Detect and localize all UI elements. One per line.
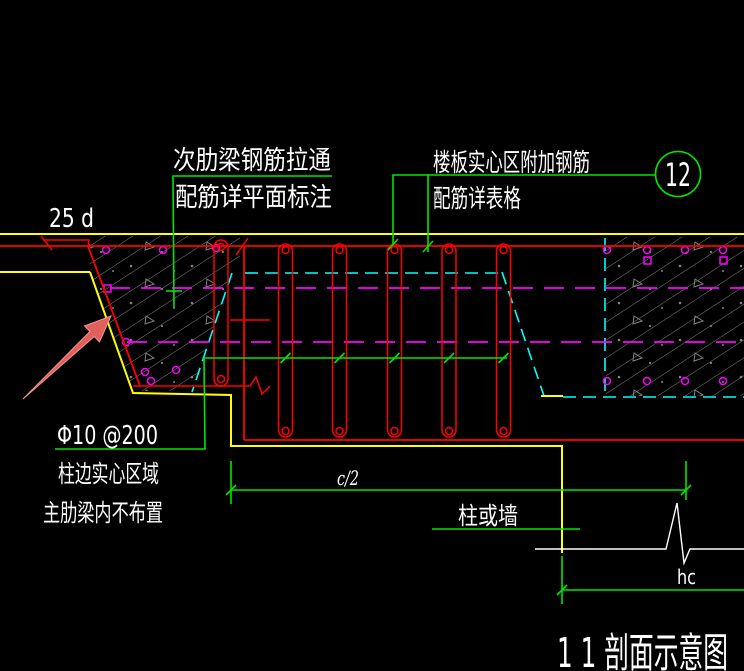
stirrup-note-line1: Φ10 @200 [57,421,158,451]
dimension-tick [388,352,401,364]
detail-bubble-circle [654,150,702,198]
rebar-section-square [719,256,728,265]
leader-arrow-tick [422,240,434,253]
solid-zone-note-line2: 配筋详表格 [433,184,521,213]
solid-concrete-hatch-left [88,236,240,391]
rebar-section-dot [121,337,131,347]
column-or-wall-label: 柱或墙 [458,502,518,530]
dimension-tick [680,484,692,496]
secondary-beam-note-line2: 配筋详平面标注 [175,183,332,213]
solid-concrete-hatch-right [606,237,744,396]
rebar-section-dot [140,367,150,377]
dimension-tick [279,352,292,364]
callout-arrow [22,315,112,400]
void-former-dashed-lines [191,238,744,398]
bent-rebar-slope [87,245,141,387]
secondary-beam-note-line1: 次肋梁钢筋拉通 [173,146,331,176]
bottom-rebar-left-with-break [133,375,271,396]
annotation-leaders [55,150,744,604]
void-right-slope-dashed-line [501,271,545,397]
rebar-section-square [643,256,652,265]
concrete-outline-lines [0,233,744,553]
leader-arrow-tick [387,238,399,251]
text-labels: 25 d 次肋梁钢筋拉通 配筋详平面标注 楼板实心区附加钢筋 配筋详表格 12 … [43,146,728,671]
dim-c2-label: c/2 [337,466,359,490]
rebar-section-dot [171,365,181,375]
rebar-section-dot [602,376,612,386]
rebar-lines [0,235,744,441]
rebar-section-dot [211,243,221,253]
drop-panel-and-column-outline [89,271,563,553]
stirrup [495,243,512,438]
stirrup-note-line3: 主肋梁内不布置 [43,499,163,527]
lap-length-label: 25 d [49,204,94,234]
top-rebar-lap-hook [43,239,90,247]
stirrup [331,243,348,438]
detail-bubble-number: 12 [665,156,691,194]
leader-solid-zone-note [392,174,655,244]
stirrup [277,243,294,438]
leader-secondary-beam-note [172,175,332,308]
stirrup-note-line2: 柱边实心区域 [58,460,159,488]
lap-end-tick [40,235,53,251]
void-left-slope-dashed-line [191,272,233,393]
rebar-section-dot [680,376,690,386]
solid-zone-note-line1: 楼板实心区附加钢筋 [433,148,590,177]
dimension-tick [225,484,237,496]
break-tick [235,237,249,256]
rebar-section-dot [718,376,728,386]
break-line [535,502,744,566]
leader-stirrup-note [55,357,206,450]
rebar-section-dot [642,376,652,386]
rebar-section-dot [146,376,156,386]
section-caption: 1 1 剖面示意图 [557,629,728,671]
dimension-tick [333,352,346,364]
dimension-tick [443,352,455,364]
dimension-tick [497,352,510,364]
stirrup [213,239,229,387]
stirrup [441,243,457,438]
dim-hc-label: hc [677,565,696,589]
